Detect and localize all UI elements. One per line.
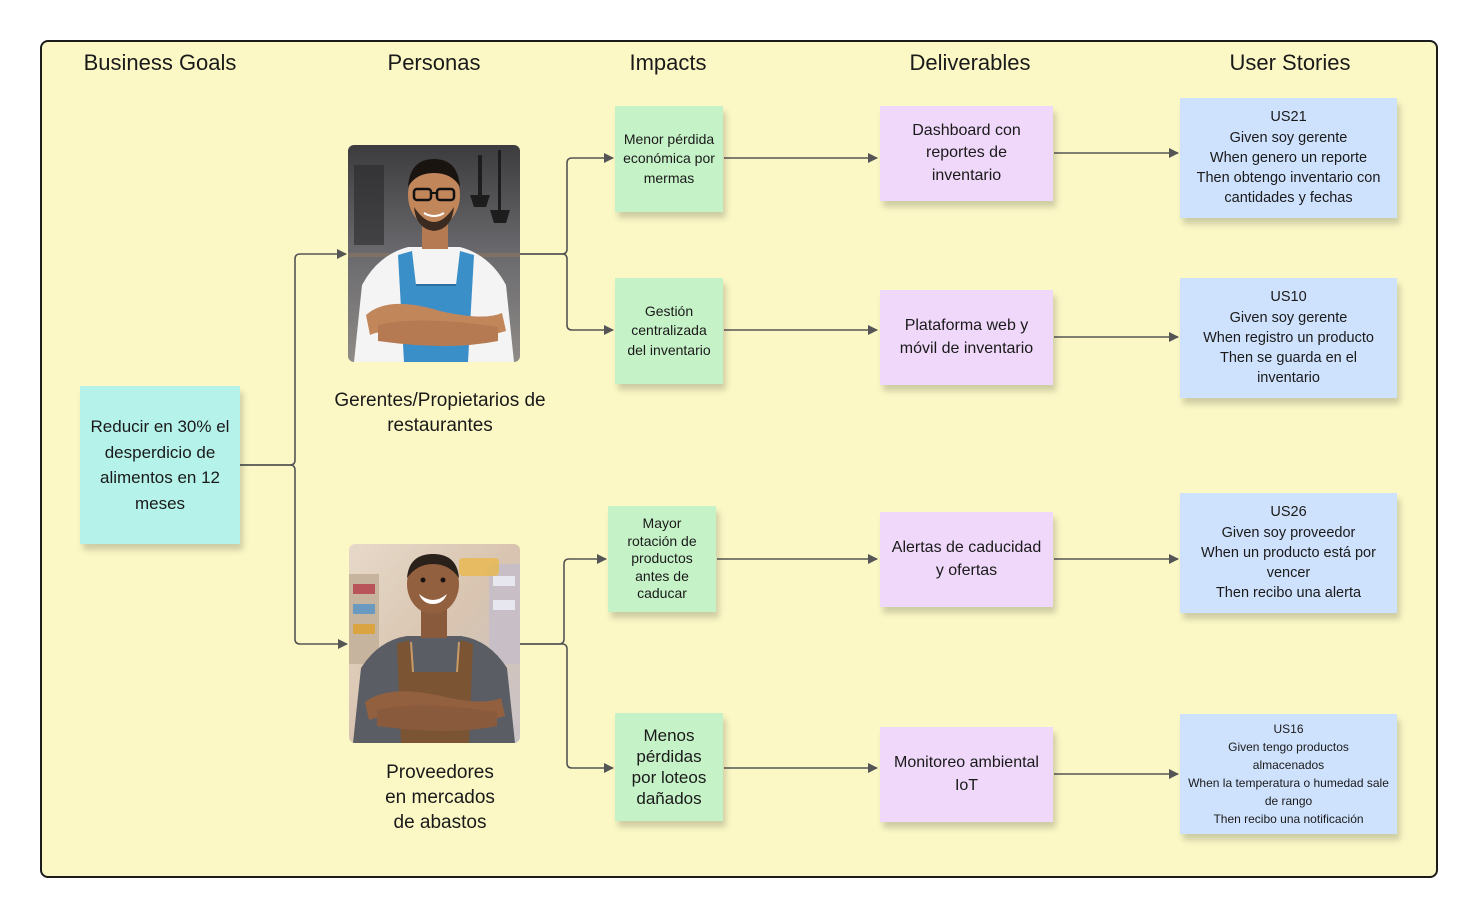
deliverable-text-4: Monitoreo ambiental IoT [894,754,1039,794]
deliverable-sticky-4[interactable]: Monitoreo ambiental IoT [880,727,1053,822]
user-story-sticky-us26[interactable]: US26 Given soy proveedor When un product… [1180,493,1397,613]
deliverable-sticky-3[interactable]: Alertas de caducidad y ofertas [880,512,1053,607]
impact-sticky-2[interactable]: Gestión centralizada del inventario [615,278,723,384]
user-story-id: US26 [1270,504,1307,521]
business-goal-text: Reducir en 30% el desperdicio de aliment… [90,417,230,513]
user-story-when: When genero un reporte [1209,149,1368,166]
deliverable-sticky-1[interactable]: Dashboard con reportes de inventario [880,106,1053,201]
impact-sticky-1[interactable]: Menor pérdida económica por mermas [615,106,723,212]
impact-text-2: Gestión centralizada del inventario [627,302,711,358]
column-header-impacts: Impacts [629,50,707,75]
user-story-given: Given soy proveedor [1221,524,1356,541]
persona-proveedor-text: Proveedores en mercados de abastos [385,762,495,834]
user-story-sticky-us10[interactable]: US10 Given soy gerente When registro un … [1180,278,1397,398]
user-story-when: When la temperatura o humedad sale de ra… [1188,776,1389,808]
user-story-sticky-us16[interactable]: US16 Given tengo productos almacenados W… [1180,714,1397,834]
persona-gerente-photo [348,145,520,362]
user-story-when: When un producto está por vencer [1201,544,1376,582]
impact-text-3: Mayor rotación de productos antes de cad… [627,515,697,602]
persona-proveedor-label: Proveedores en mercados de abastos [360,760,520,835]
user-story-then: Then obtengo inventario con cantidades y… [1196,170,1381,207]
impact-sticky-4[interactable]: Menos pérdidas por loteos dañados [615,713,723,821]
smiling-vendor-apron-photo-icon [349,544,520,743]
deliverable-text-3: Alertas de caducidad y ofertas [891,539,1042,579]
impact-text-1: Menor pérdida económica por mermas [623,130,715,186]
deliverable-text-2: Plataforma web y móvil de inventario [899,317,1034,357]
user-story-sticky-us21[interactable]: US21 Given soy gerente When genero un re… [1180,98,1397,218]
impact-sticky-3[interactable]: Mayor rotación de productos antes de cad… [608,506,716,612]
user-story-when: When registro un producto [1203,329,1374,346]
user-story-then: Then recibo una notificación [1213,812,1364,826]
user-story-given: Given soy gerente [1229,309,1348,326]
user-story-then: Then recibo una alerta [1215,585,1362,602]
deliverable-sticky-2[interactable]: Plataforma web y móvil de inventario [880,290,1053,385]
user-story-id: US10 [1270,289,1307,306]
persona-proveedor-photo [349,544,520,743]
user-story-given: Given tengo productos almacenados [1228,740,1349,772]
column-header-personas: Personas [387,50,481,75]
persona-gerente-label: Gerentes/Propietarios de restaurantes [334,390,546,437]
column-header-business-goals: Business Goals [83,50,237,75]
user-story-then: Then se guarda en el inventario [1219,350,1358,387]
business-goal-sticky[interactable]: Reducir en 30% el desperdicio de aliment… [80,386,240,544]
user-story-id: US21 [1270,109,1307,126]
column-header-deliverables: Deliverables [909,50,1031,75]
deliverable-text-1: Dashboard con reportes de inventario [912,121,1021,184]
user-story-id: US16 [1273,722,1304,736]
impact-text-4: Menos pérdidas por loteos dañados [631,725,707,809]
user-story-given: Given soy gerente [1229,129,1348,146]
column-header-user-stories: User Stories [1229,50,1351,75]
person-with-glasses-apron-photo-icon [348,145,520,362]
